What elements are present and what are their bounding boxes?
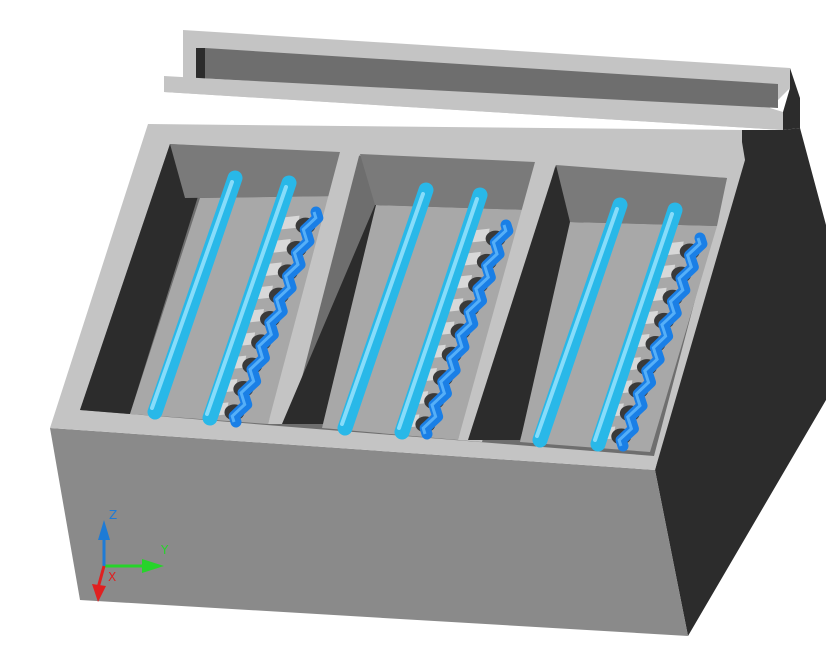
compartment-3 <box>468 165 727 452</box>
y-axis-arrowhead <box>142 559 164 573</box>
x-axis-label: X <box>108 570 116 584</box>
x-axis-arrowhead <box>92 584 106 602</box>
back-channel-front-lip <box>164 76 783 130</box>
compartment-1-straight-tube-2-highlight <box>205 185 288 416</box>
compartment-2-coil-tube-highlight <box>421 224 508 435</box>
y-axis-label: Y <box>160 543 169 557</box>
x-axis-line <box>96 565 106 589</box>
compartment-1-baffle-plate <box>170 144 340 198</box>
compartment-2-straight-tube-1-highlight <box>340 192 425 426</box>
compartment-3-straight-tube-1-highlight <box>535 207 619 438</box>
tank-front-face <box>50 428 688 636</box>
compartment-1 <box>130 144 360 428</box>
compartment-2-straight-tube-2-highlight <box>397 197 479 430</box>
compartment-1-straight-tube-1-highlight <box>150 180 234 410</box>
z-axis-label: Z <box>109 508 117 522</box>
compartment-1-divider-wall <box>268 152 360 424</box>
compartment-3-baffle-plate <box>556 165 727 226</box>
compartment-2-divider-wall <box>458 162 556 442</box>
compartment-3-coil-tube-highlight <box>617 237 702 447</box>
axis-triad: Z Y X <box>92 508 169 602</box>
back-channel <box>164 30 800 130</box>
compartment-3-straight-tube-2-highlight <box>593 212 674 442</box>
compartment-2-baffle-plate <box>360 154 535 210</box>
back-channel-left-end <box>196 48 205 80</box>
compartment-2 <box>282 154 556 442</box>
tank-inner-left-wall <box>80 144 200 414</box>
tank-right-side <box>655 128 826 636</box>
back-channel-inner-wall <box>196 48 778 108</box>
compartment-3-floor <box>520 222 717 452</box>
compartment-1-coil-tube-highlight <box>230 211 318 423</box>
compartment-group <box>130 144 727 452</box>
compartment-3-left-wall <box>468 165 585 440</box>
back-channel-right-end <box>783 68 800 130</box>
z-axis-arrowhead <box>98 520 110 540</box>
